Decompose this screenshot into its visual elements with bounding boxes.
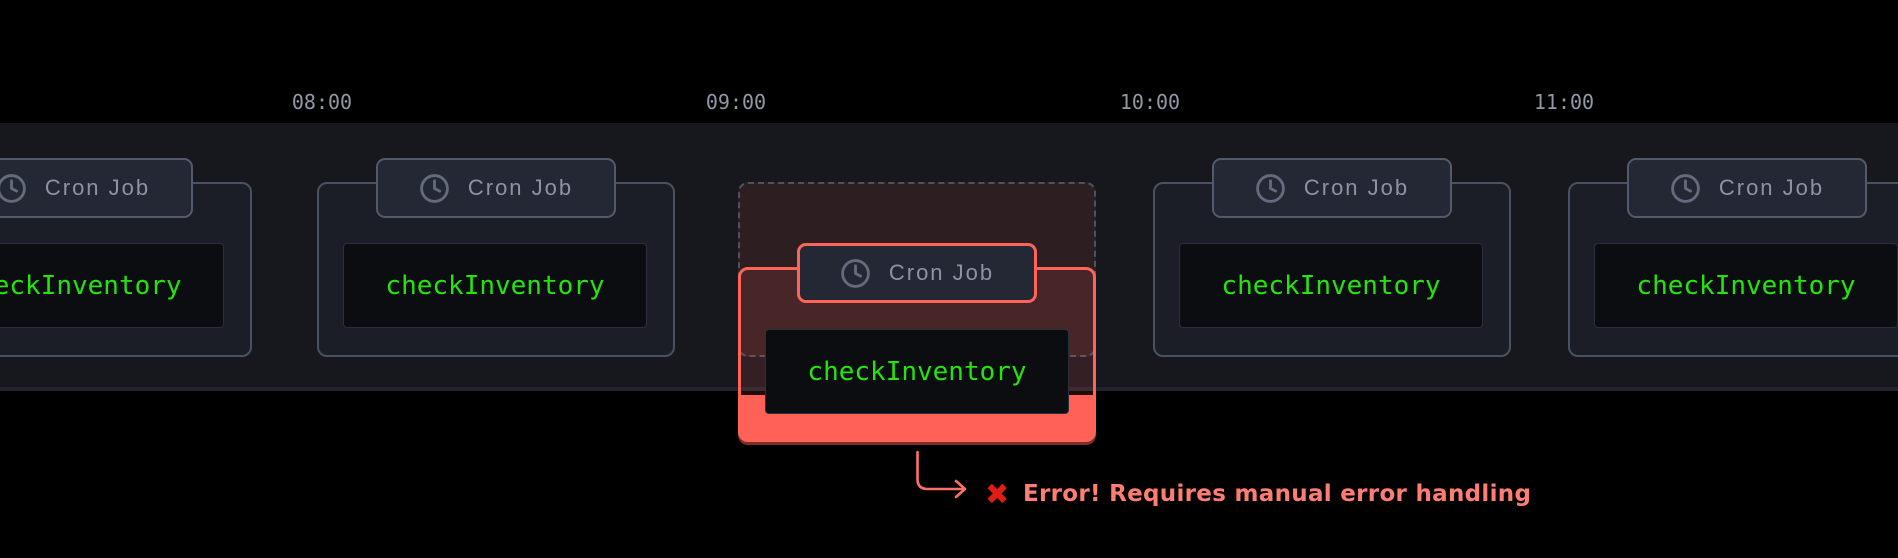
time-label-0900: 09:00 <box>705 90 767 114</box>
cron-job-card-error: Cron Job checkInventory <box>738 243 1096 442</box>
cron-job-badge: Cron Job <box>1212 158 1452 218</box>
code-block: checkInventory <box>0 243 224 328</box>
cron-job-badge: Cron Job <box>1627 158 1867 218</box>
cron-job-badge-label: Cron Job <box>888 260 995 285</box>
cron-job-card: Cron Job checkInventory <box>1568 158 1898 357</box>
error-cross-icon: ✖ <box>985 477 1010 511</box>
cron-job-card: Cron Job checkInventory <box>1153 158 1511 357</box>
clock-icon <box>1671 173 1700 203</box>
clock-icon <box>420 173 449 203</box>
time-label-1000: 10:00 <box>1119 90 1181 114</box>
code-function-name: checkInventory <box>1221 270 1441 301</box>
clock-icon <box>0 173 26 203</box>
cron-job-badge: Cron Job <box>797 243 1037 303</box>
code-function-name: checkInventory <box>1636 270 1856 301</box>
cron-job-badge-label: Cron Job <box>1303 175 1410 200</box>
code-block: checkInventory <box>1594 243 1898 328</box>
cron-job-badge: Cron Job <box>376 158 616 218</box>
cron-job-badge: Cron Job <box>0 158 193 218</box>
code-function-name: checkInventory <box>385 270 605 301</box>
code-function-name: checkInventory <box>0 270 182 301</box>
code-block: checkInventory <box>343 243 647 328</box>
time-label-1100: 11:00 <box>1533 90 1595 114</box>
code-block: checkInventory <box>765 329 1069 414</box>
time-label-0800: 08:00 <box>291 90 353 114</box>
clock-icon <box>1256 173 1285 203</box>
cron-job-card: Cron Job checkInventory <box>317 158 675 357</box>
error-connector-arrow <box>916 450 967 499</box>
code-function-name: checkInventory <box>807 356 1027 387</box>
cron-job-badge-label: Cron Job <box>44 175 151 200</box>
cron-job-badge-label: Cron Job <box>1718 175 1825 200</box>
code-block: checkInventory <box>1179 243 1483 328</box>
error-message: Error! Requires manual error handling <box>1023 481 1532 507</box>
cron-job-badge-label: Cron Job <box>467 175 574 200</box>
cron-job-card: Cron Job checkInventory <box>0 158 252 357</box>
clock-icon <box>841 258 870 288</box>
